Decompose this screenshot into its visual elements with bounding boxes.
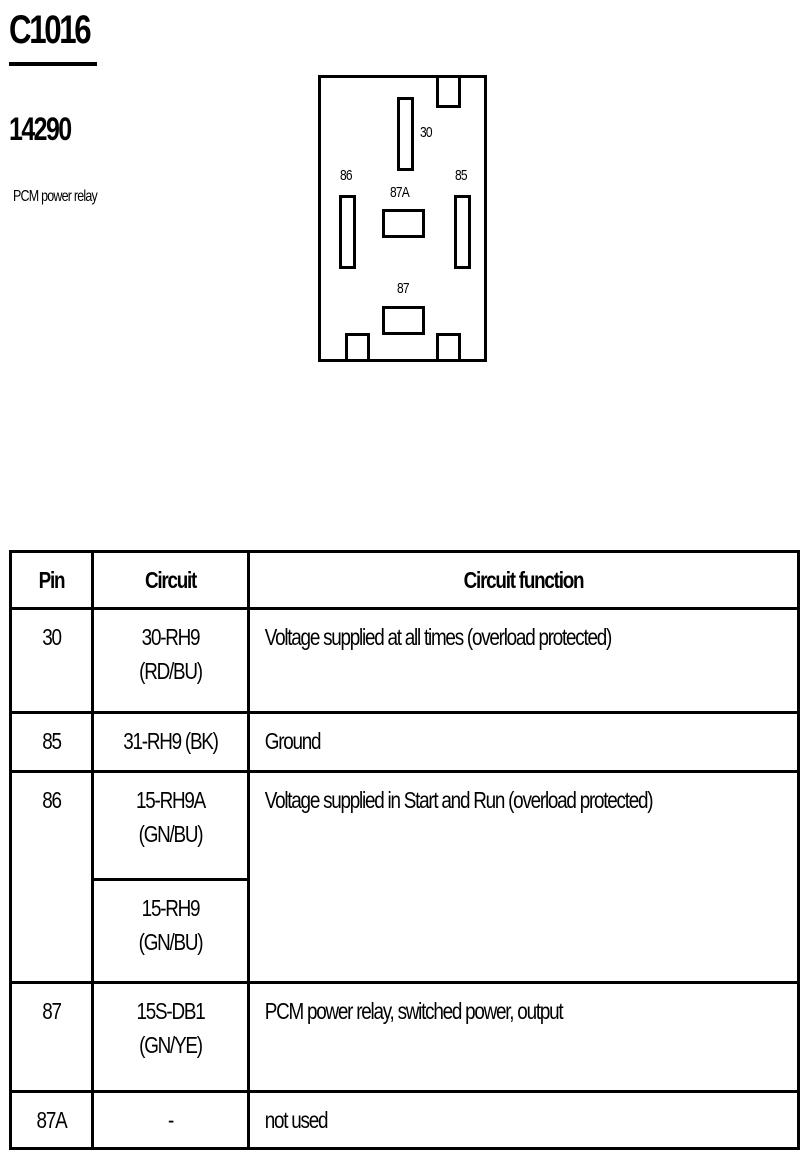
table-row: 87 15S-DB1 (GN/YE) PCM power relay, swit… (9, 981, 800, 1093)
pin-86-terminal (339, 195, 356, 269)
circuit-cell: 30-RH9 (RD/BU) (91, 607, 250, 714)
pin-87-label: 87 (397, 280, 410, 297)
pin-cell: 87A (9, 1090, 94, 1150)
pin-function-table: Pin Circuit Circuit function 30 30-RH9 (… (9, 550, 800, 1150)
circuit-cell: 15-RH9A (GN/BU) (91, 770, 250, 881)
table-row: 86 15-RH9A (GN/BU) Voltage supplied in S… (9, 770, 800, 984)
table-subrow: 15-RH9 (GN/BU) (11, 878, 799, 984)
function-cell: Voltage supplied in Start and Run (overl… (247, 770, 800, 984)
circuit-cell: 15S-DB1 (GN/YE) (91, 981, 250, 1093)
table-header-row: Pin Circuit Circuit function (9, 550, 800, 610)
pin-87-terminal (382, 306, 425, 335)
table-row: 30 30-RH9 (RD/BU) Voltage supplied at al… (9, 607, 800, 714)
pin-85-terminal (454, 195, 471, 269)
connector-id-title: C1016 (9, 8, 92, 52)
locator-tab-top (436, 75, 461, 108)
pin-87a-label: 87A (390, 184, 410, 201)
pin-cell: 87 (9, 981, 94, 1093)
table-row: 85 31-RH9 (BK) Ground (9, 711, 800, 773)
locator-tab-bottom-left (345, 333, 370, 362)
part-number: 14290 (9, 111, 72, 147)
pin-87a-terminal (382, 209, 425, 238)
title-underline (9, 62, 97, 66)
component-description: PCM power relay (13, 188, 98, 205)
pin-85-label: 85 (455, 167, 468, 184)
table-row: 87A - not used (9, 1090, 800, 1150)
circuit-cell: 15-RH9 (GN/BU) (91, 878, 250, 984)
pin-cell: 30 (9, 607, 94, 714)
locator-tab-bottom-right (436, 333, 461, 362)
function-cell: Ground (247, 711, 800, 773)
relay-connector-diagram: 30 86 85 87A 87 (318, 75, 487, 362)
pin-cell: 86 (9, 770, 94, 984)
function-cell: not used (247, 1090, 800, 1150)
circuit-cell: 31-RH9 (BK) (91, 711, 250, 773)
pin-cell: 85 (9, 711, 94, 773)
pin-30-label: 30 (420, 124, 433, 141)
col-header-circuit-function: Circuit function (247, 550, 800, 610)
col-header-circuit: Circuit (91, 550, 250, 610)
function-cell: PCM power relay, switched power, output (247, 981, 800, 1093)
col-header-pin: Pin (9, 550, 94, 610)
function-cell: Voltage supplied at all times (overload … (247, 607, 800, 714)
pin-86-label: 86 (340, 167, 353, 184)
circuit-cell: - (91, 1090, 250, 1150)
pin-30-terminal (397, 97, 414, 171)
